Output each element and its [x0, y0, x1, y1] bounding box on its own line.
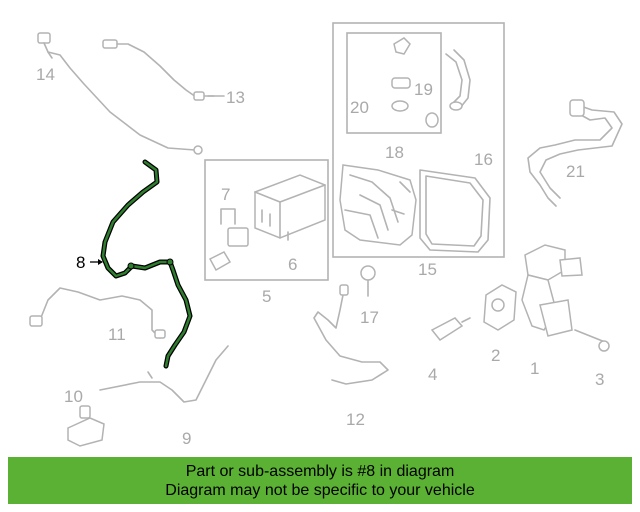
assembly-box-15 — [332, 22, 505, 258]
part-4-sensor[interactable] — [430, 317, 471, 341]
part-1-egr-valve[interactable] — [521, 244, 583, 337]
part-16-gasket[interactable] — [419, 169, 491, 253]
assembly-box-18 — [346, 32, 442, 134]
label-13: 13 — [226, 88, 245, 107]
label-2: 2 — [491, 346, 500, 365]
parts-diagram: 14 13 8 7 6 5 — [29, 22, 623, 448]
banner-line-2: Diagram may not be specific to your vehi… — [165, 482, 475, 499]
label-8: 8 — [76, 253, 85, 272]
label-17: 17 — [360, 308, 379, 327]
label-20: 20 — [350, 98, 369, 117]
label-16: 16 — [474, 150, 493, 169]
part-9-hose[interactable] — [99, 345, 229, 403]
part-6-canister[interactable] — [254, 174, 326, 241]
label-3: 3 — [595, 370, 604, 389]
vehicle-fit-banner: Part or sub-assembly is #8 in diagram Di… — [8, 457, 632, 504]
label-21: 21 — [566, 162, 585, 181]
part-15-module[interactable] — [339, 164, 417, 246]
label-14: 14 — [36, 65, 55, 84]
label-11: 11 — [108, 325, 126, 344]
part-12-hose[interactable] — [313, 284, 389, 385]
label-7: 7 — [221, 185, 230, 204]
part-8-highlighted-hose[interactable] — [100, 159, 193, 369]
part-13-sensor-harness[interactable] — [102, 39, 215, 101]
label-15: 15 — [418, 260, 437, 279]
label-10: 10 — [64, 387, 83, 406]
banner-line-1: Part or sub-assembly is #8 in diagram — [185, 463, 455, 480]
part-11-harness[interactable] — [29, 287, 166, 339]
label-5: 5 — [262, 287, 271, 306]
label-19: 19 — [414, 80, 433, 99]
part-18-tube[interactable] — [445, 49, 471, 111]
label-18: 18 — [385, 143, 404, 162]
part-21-hose[interactable] — [527, 99, 623, 207]
part-20-oring[interactable] — [391, 100, 439, 128]
label-9: 9 — [182, 429, 191, 448]
label-6: 6 — [288, 255, 297, 274]
label-12: 12 — [346, 410, 365, 429]
part-17-bolt[interactable] — [360, 265, 376, 297]
part-2-gasket[interactable] — [483, 284, 517, 331]
part-10-sensor[interactable] — [67, 405, 105, 447]
label-4: 4 — [428, 365, 437, 384]
part-3-bolt[interactable] — [574, 329, 610, 352]
assembly-box-5 — [204, 159, 329, 281]
label-1: 1 — [530, 359, 539, 378]
part-19-seal[interactable] — [391, 37, 411, 89]
part-7-valve[interactable] — [208, 208, 249, 272]
part-14-sensor-harness[interactable] — [37, 32, 203, 155]
